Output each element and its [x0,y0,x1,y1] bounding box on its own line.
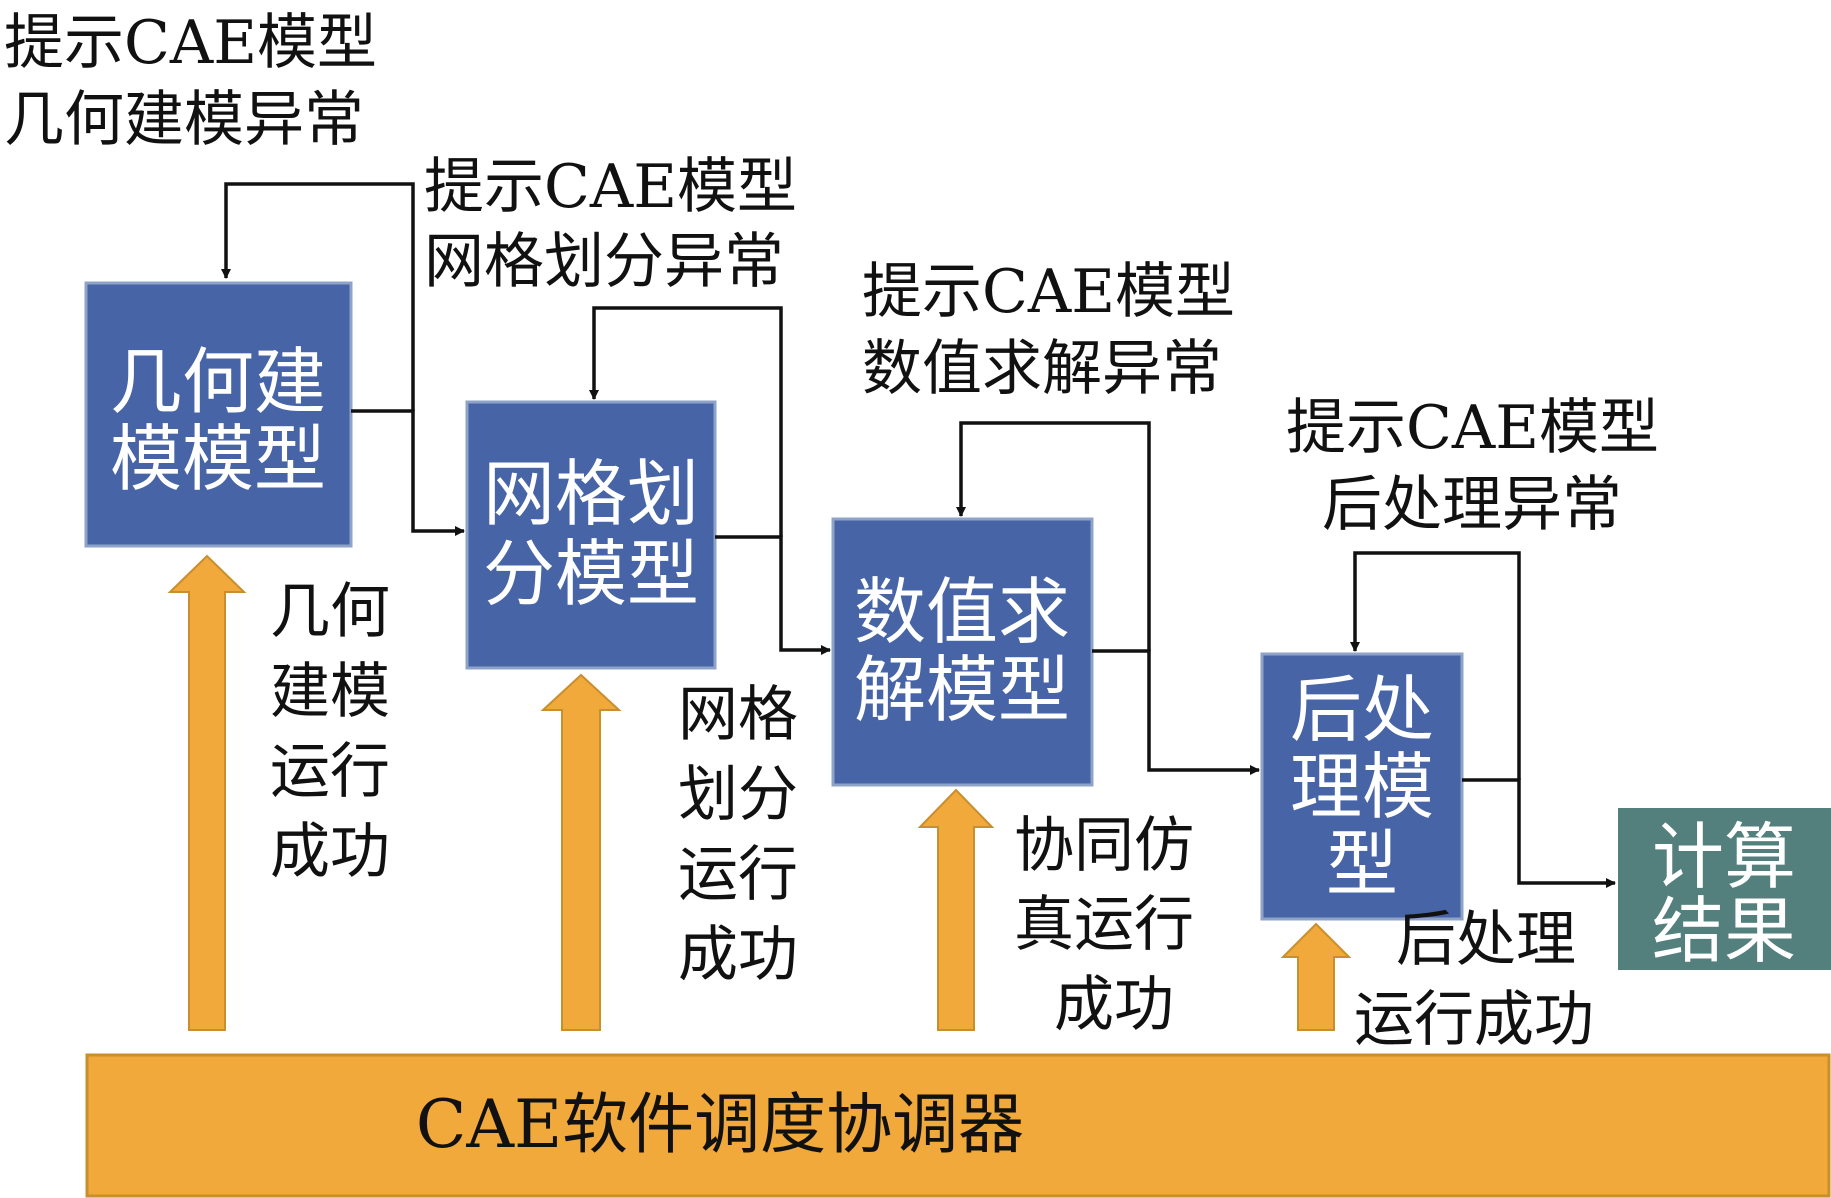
solver-error-line-2: 数值求解异常 [862,334,1222,404]
geometry-success-line-4: 成功 [270,817,390,887]
coordinator-label: CAE软件调度协调器 [416,1086,1024,1163]
mesh-success-line-3: 运行 [678,840,798,910]
mesh-success-line-1: 网格 [678,680,798,750]
result-box [1618,808,1831,970]
solver-success-arrow [917,788,995,1031]
geometry-error-line-1: 提示CAE模型 [4,8,377,78]
geometry-error-line-2: 几何建模异常 [4,85,364,155]
solver-to-post-connector [1092,649,1260,775]
post-to-result-connector [1462,778,1616,888]
solver-success-line-3: 成功 [1054,970,1174,1040]
geometry-feedback-connector [221,182,415,411]
post-success-line-2: 运行成功 [1354,985,1594,1055]
post-model-line-3: 型 [1326,822,1398,906]
solver-model-line-1: 数值求 [854,570,1070,654]
mesh-model-line-1: 网格划 [483,452,699,536]
post-feedback-connector [1350,551,1521,780]
post-model-box [1260,652,1464,921]
geometry-success-arrow [167,554,247,1031]
mesh-error-line-1: 提示CAE模型 [424,152,797,222]
mesh-success-line-2: 划分 [678,760,798,830]
geometry-success-line-1: 几何 [270,577,390,647]
mesh-success-arrow [540,673,622,1031]
solver-feedback-connector [956,421,1151,651]
post-error-line-2: 后处理异常 [1322,470,1622,540]
solver-model-line-2: 解模型 [854,648,1070,732]
geometry-success-line-2: 建模 [270,657,390,727]
mesh-model-line-2: 分模型 [483,532,699,616]
mesh-to-solver-connector [715,535,831,655]
mesh-model-box [465,400,717,670]
post-model-line-2: 理模 [1290,745,1434,829]
post-error-line-1: 提示CAE模型 [1286,393,1659,463]
mesh-success-line-4: 成功 [678,920,798,990]
coordinator-bar [85,1053,1831,1198]
result-line-1: 计算 [1652,815,1796,899]
geometry-model-line-2: 模模型 [110,417,326,501]
solver-success-line-2: 真运行 [1014,890,1194,960]
geometry-success-line-3: 运行 [270,737,390,807]
geometry-to-mesh-connector [351,409,465,536]
mesh-error-line-2: 网格划分异常 [424,227,784,297]
post-success-arrow [1280,922,1352,1031]
result-line-2: 结果 [1652,889,1796,973]
post-model-line-1: 后处 [1290,668,1434,752]
post-success-line-1: 后处理 [1396,905,1576,975]
geometry-model-box [84,281,353,548]
solver-error-line-1: 提示CAE模型 [862,257,1235,327]
mesh-feedback-connector [589,306,783,537]
geometry-model-line-1: 几何建 [110,340,326,424]
solver-success-line-1: 协同仿 [1014,811,1194,881]
solver-model-box [831,517,1094,787]
